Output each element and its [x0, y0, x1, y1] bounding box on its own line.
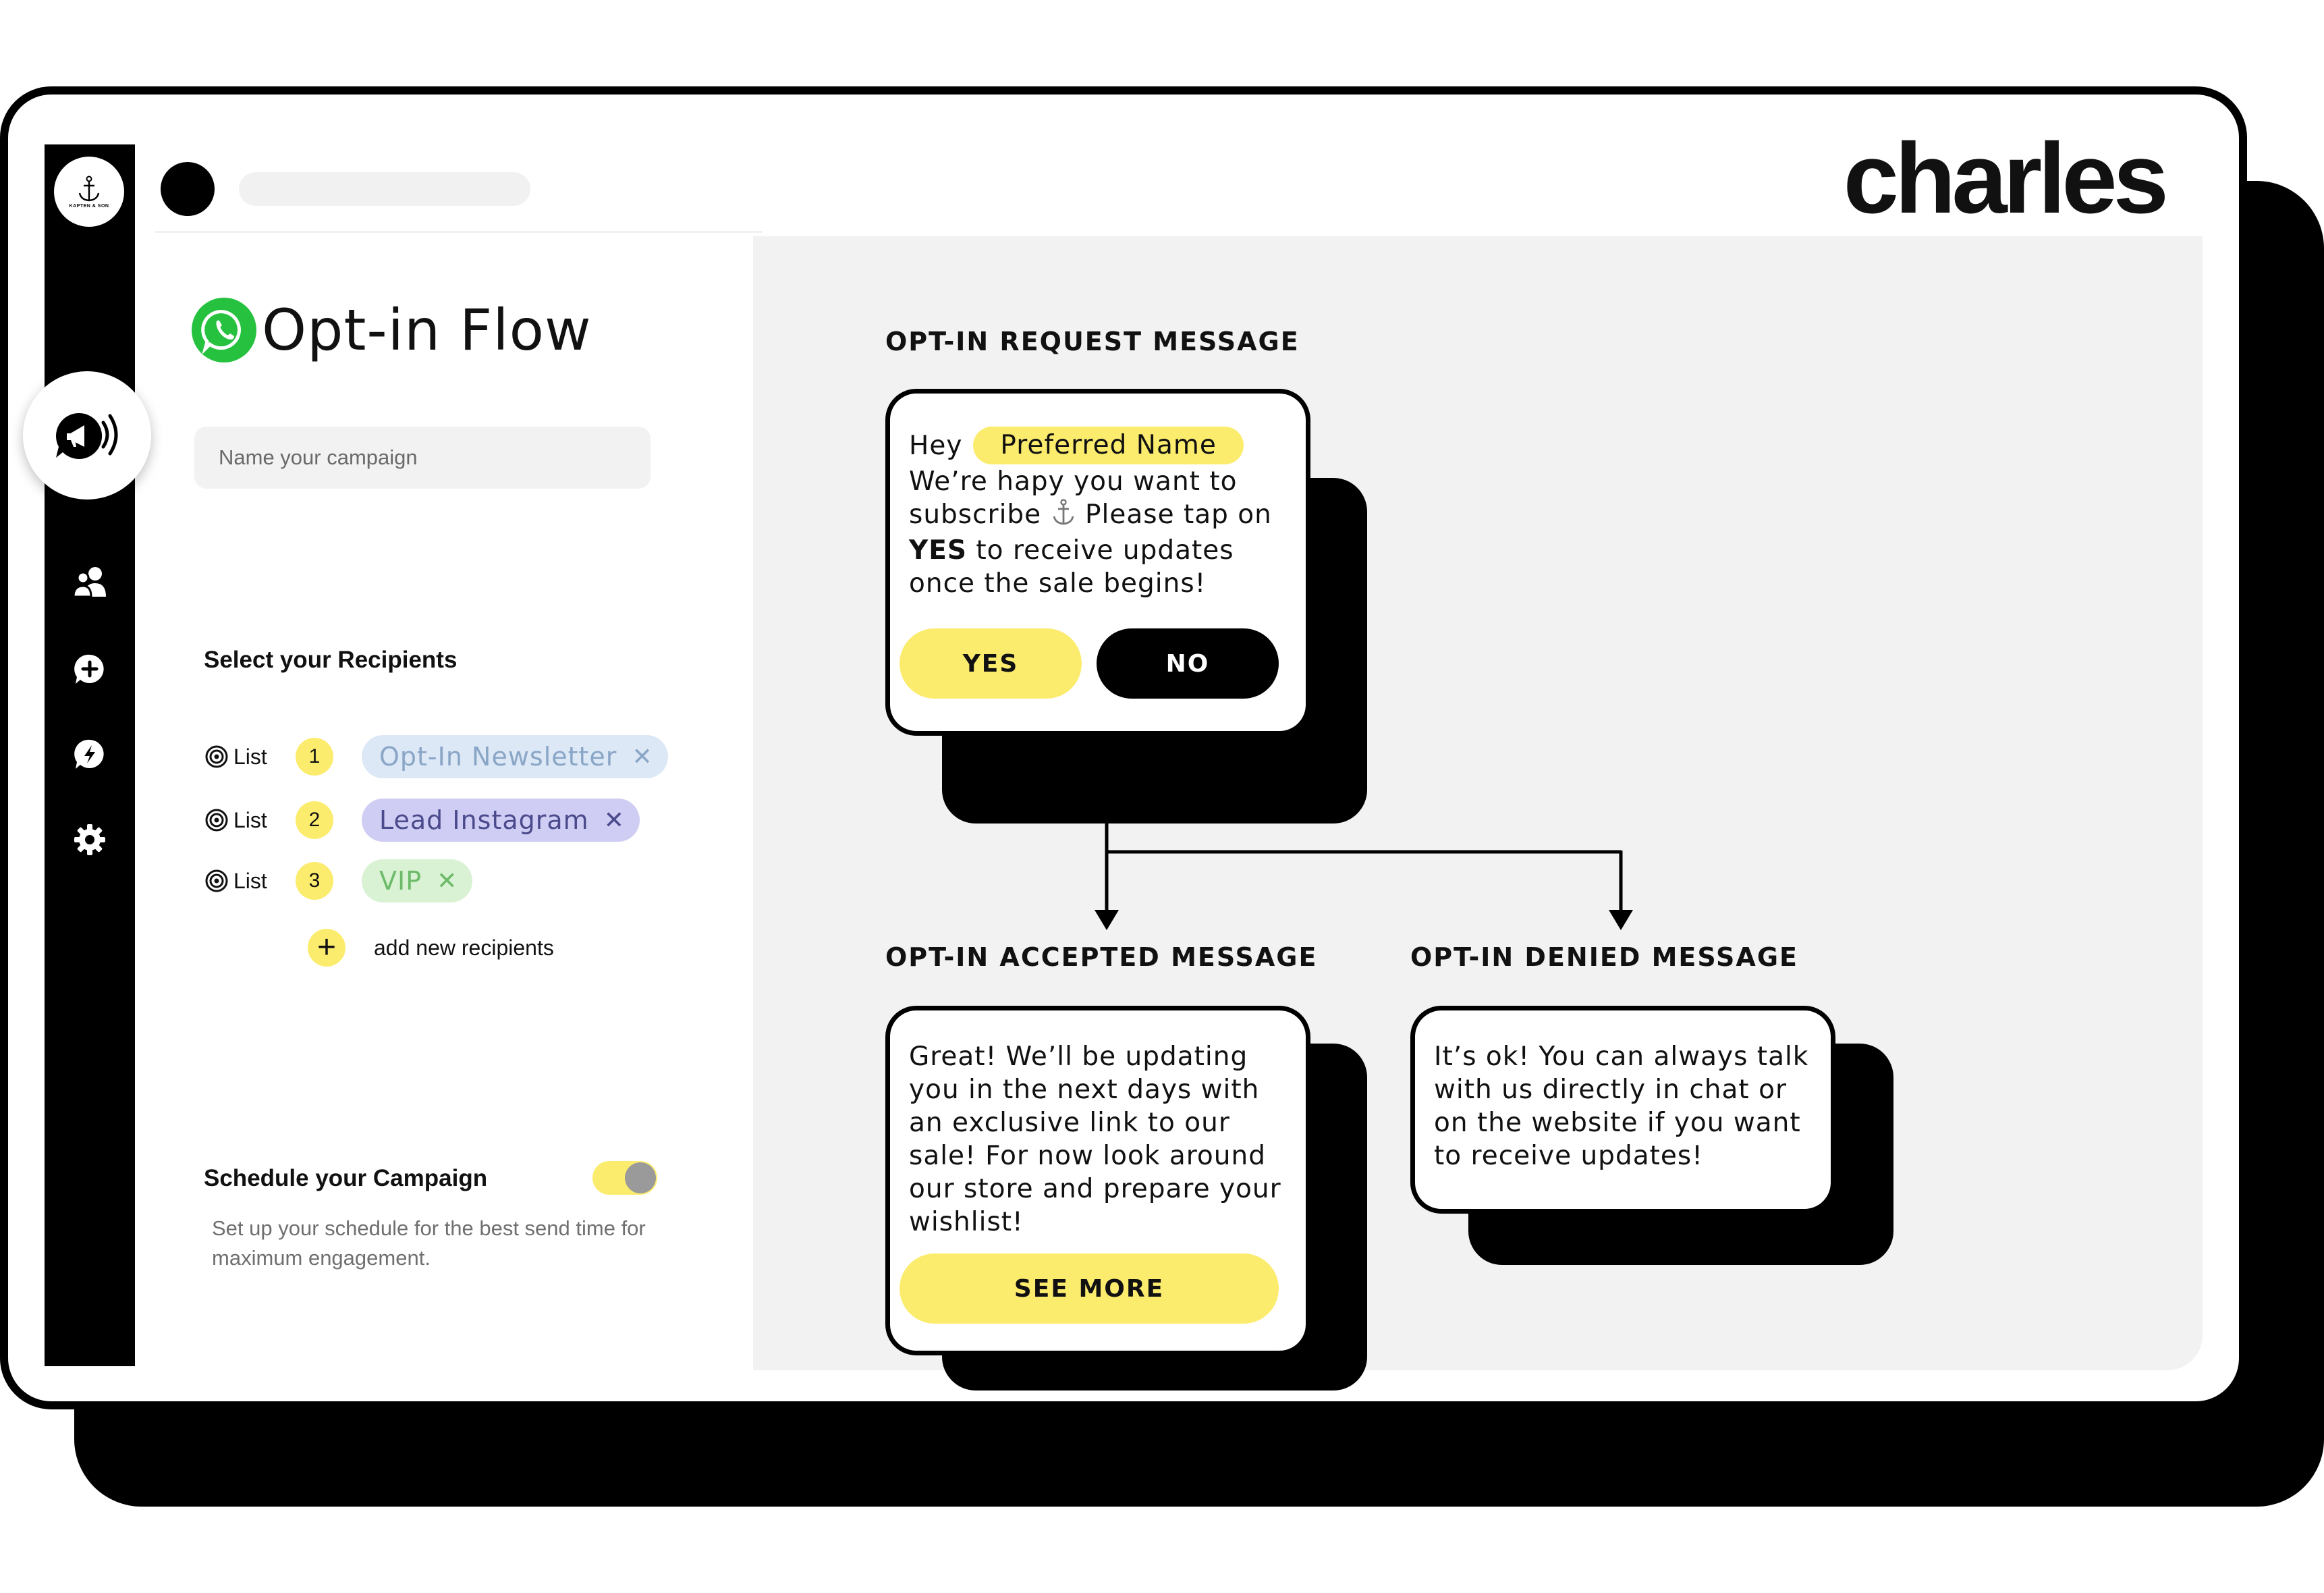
recipient-row-2: List 2 Lead Instagram ✕: [204, 796, 640, 844]
anchor-emoji-icon: [1051, 498, 1076, 534]
workspace-name: KAPTEN & SON: [69, 203, 109, 209]
add-chat-icon: [74, 654, 104, 684]
recipient-tag-vip[interactable]: VIP ✕: [362, 859, 473, 902]
request-line-3: YES to receive updates: [909, 535, 1234, 566]
sidebar: [45, 144, 135, 1366]
target-icon: [204, 868, 229, 894]
recipient-type-label: List: [233, 744, 267, 769]
sidebar-item-new-chat[interactable]: [45, 643, 135, 697]
schedule-heading: Schedule your Campaign: [204, 1165, 488, 1191]
denied-message-text: It’s ok! You can always talk with us dir…: [1434, 1042, 1809, 1171]
tag-label: Lead Instagram: [379, 805, 589, 835]
request-message-text: Hey Preferred Name We’re hapy you want t…: [909, 426, 1314, 600]
greeting-text: Hey: [909, 430, 963, 461]
recipients-heading: Select your Recipients: [204, 647, 458, 673]
accepted-heading: OPT-IN ACCEPTED MESSAGE: [885, 942, 1318, 972]
request-line-1: We’re hapy you want to: [909, 466, 1238, 497]
sidebar-item-settings[interactable]: [45, 813, 135, 867]
denied-heading: OPT-IN DENIED MESSAGE: [1410, 942, 1798, 972]
accepted-message-text: Great! We’ll be updating you in the next…: [909, 1042, 1281, 1237]
page-title: Opt-in Flow: [262, 297, 592, 363]
request-heading: OPT-IN REQUEST MESSAGE: [885, 327, 1300, 356]
page-title-wrap: Opt-in Flow: [192, 297, 592, 363]
accepted-message-card: Great! We’ll be updating you in the next…: [885, 1006, 1310, 1355]
charles-logo: charles: [1843, 123, 2169, 234]
add-recipients-row[interactable]: + add new recipients: [308, 929, 554, 967]
schedule-toggle[interactable]: [592, 1161, 657, 1195]
flow-canvas: OPT-IN REQUEST MESSAGE Hey Preferred Nam…: [753, 236, 2203, 1390]
recipient-tag-opt-in-newsletter[interactable]: Opt-In Newsletter ✕: [362, 735, 668, 778]
no-button[interactable]: NO: [1097, 628, 1279, 699]
search-bar-placeholder[interactable]: [239, 172, 530, 206]
sidebar-item-automation[interactable]: [45, 728, 135, 782]
recipient-type-label: List: [233, 807, 267, 832]
request-line-2: subscribe Please tap on: [909, 498, 1314, 534]
recipient-number: 1: [296, 738, 333, 776]
campaign-name-input[interactable]: [194, 427, 651, 489]
recipient-row-3: List 3 VIP ✕: [204, 857, 473, 905]
add-icon[interactable]: +: [308, 929, 345, 967]
automation-bolt-icon: [74, 739, 104, 769]
tag-label: Opt-In Newsletter: [379, 742, 617, 772]
remove-tag-icon[interactable]: ✕: [603, 806, 625, 834]
flow-connectors: [1095, 799, 1633, 930]
sidebar-item-campaigns[interactable]: [23, 371, 151, 500]
recipient-tag-lead-instagram[interactable]: Lead Instagram ✕: [362, 799, 640, 842]
remove-tag-icon[interactable]: ✕: [632, 742, 653, 771]
app-window: KAPTEN & SON charles Opt-in Flow Select …: [0, 86, 2247, 1409]
recipient-type-label: List: [233, 868, 267, 893]
toggle-knob: [625, 1162, 656, 1193]
whatsapp-icon: [192, 298, 256, 362]
sidebar-item-contacts[interactable]: [45, 555, 135, 609]
preferred-name-variable[interactable]: Preferred Name: [973, 427, 1244, 464]
header-divider: [155, 231, 763, 233]
target-icon: [204, 807, 229, 833]
request-line-4: once the sale begins!: [909, 568, 1207, 599]
target-icon: [204, 744, 229, 770]
see-more-button[interactable]: SEE MORE: [900, 1253, 1279, 1324]
gear-icon: [74, 824, 105, 855]
recipient-number: 3: [296, 862, 333, 900]
schedule-description: Set up your schedule for the best send t…: [212, 1216, 646, 1270]
tag-label: VIP: [379, 866, 422, 896]
recipient-row-1: List 1 Opt-In Newsletter ✕: [204, 733, 668, 780]
contacts-icon: [72, 567, 106, 598]
remove-tag-icon[interactable]: ✕: [437, 867, 458, 895]
workspace-avatar[interactable]: KAPTEN & SON: [54, 157, 124, 227]
megaphone-icon: [56, 412, 118, 459]
anchor-icon: [78, 176, 100, 201]
user-avatar[interactable]: [161, 162, 215, 216]
yes-button[interactable]: YES: [900, 628, 1082, 699]
request-message-card: Hey Preferred Name We’re hapy you want t…: [885, 389, 1310, 736]
denied-message-card: It’s ok! You can always talk with us dir…: [1410, 1006, 1835, 1214]
recipient-number: 2: [296, 801, 333, 839]
add-recipients-label: add new recipients: [374, 935, 554, 960]
